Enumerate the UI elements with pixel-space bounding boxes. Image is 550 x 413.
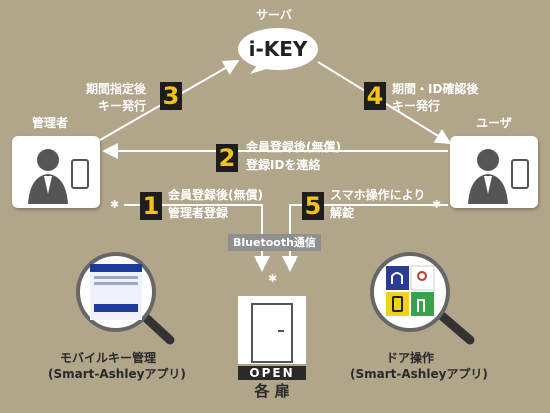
step1-number: 1 [140, 192, 162, 220]
step3-line1: 期間指定後 [86, 82, 147, 96]
step2-line1: 会員登録後(無償) [246, 140, 341, 154]
admin-card [12, 136, 100, 208]
step4-line1: 期間・ID確認後 [392, 82, 479, 96]
step5-line2: 解錠 [330, 206, 355, 220]
admin-label: 管理者 [32, 116, 69, 130]
step2-line2: 登録IDを連絡 [246, 158, 321, 172]
ikey-bubble: i-KEY [236, 26, 320, 76]
user-label: ユーザ [476, 116, 512, 130]
step4-number: 4 [364, 82, 386, 110]
step1-line2: 管理者登録 [168, 206, 229, 220]
businessman-phone-icon [468, 149, 529, 204]
door-open-label: OPEN [238, 366, 306, 380]
right-app-magnifier [366, 250, 476, 346]
step3-number: 3 [160, 82, 182, 110]
left-app-magnifier [72, 250, 176, 346]
left-app-label-1: モバイルキー管理 [59, 351, 156, 365]
bluetooth-icon: ✱ [432, 198, 442, 211]
server-label: サーバ [256, 8, 292, 22]
bluetooth-tag: Bluetooth通信 [228, 234, 321, 251]
door-label: 各 扉 [254, 382, 290, 400]
door-icon: OPEN [228, 294, 316, 380]
step5-line1: スマホ操作により [330, 188, 426, 202]
step4-line2: キー発行 [392, 99, 441, 113]
magnifier-door-control-icon [370, 252, 475, 345]
speech-bubble-icon [238, 28, 318, 74]
bluetooth-icon: ✱ [268, 272, 278, 285]
step5-number: 5 [302, 192, 324, 220]
businessman-phone-icon [28, 149, 89, 204]
left-app-label-2: (Smart-Ashleyアプリ) [48, 367, 186, 381]
right-app-label-2: (Smart-Ashleyアプリ) [350, 367, 488, 381]
user-card [450, 136, 538, 208]
step2-number: 2 [216, 144, 238, 172]
ikey-text: i-KEY [248, 37, 308, 61]
bluetooth-icon: ✱ [110, 198, 120, 211]
step3-line2: キー発行 [98, 99, 147, 113]
magnifier-phone-screen-icon [76, 252, 175, 345]
right-app-label-1: ドア操作 [385, 351, 434, 365]
step1-line1: 会員登録後(無償) [168, 188, 263, 202]
door-graphic [238, 296, 306, 364]
